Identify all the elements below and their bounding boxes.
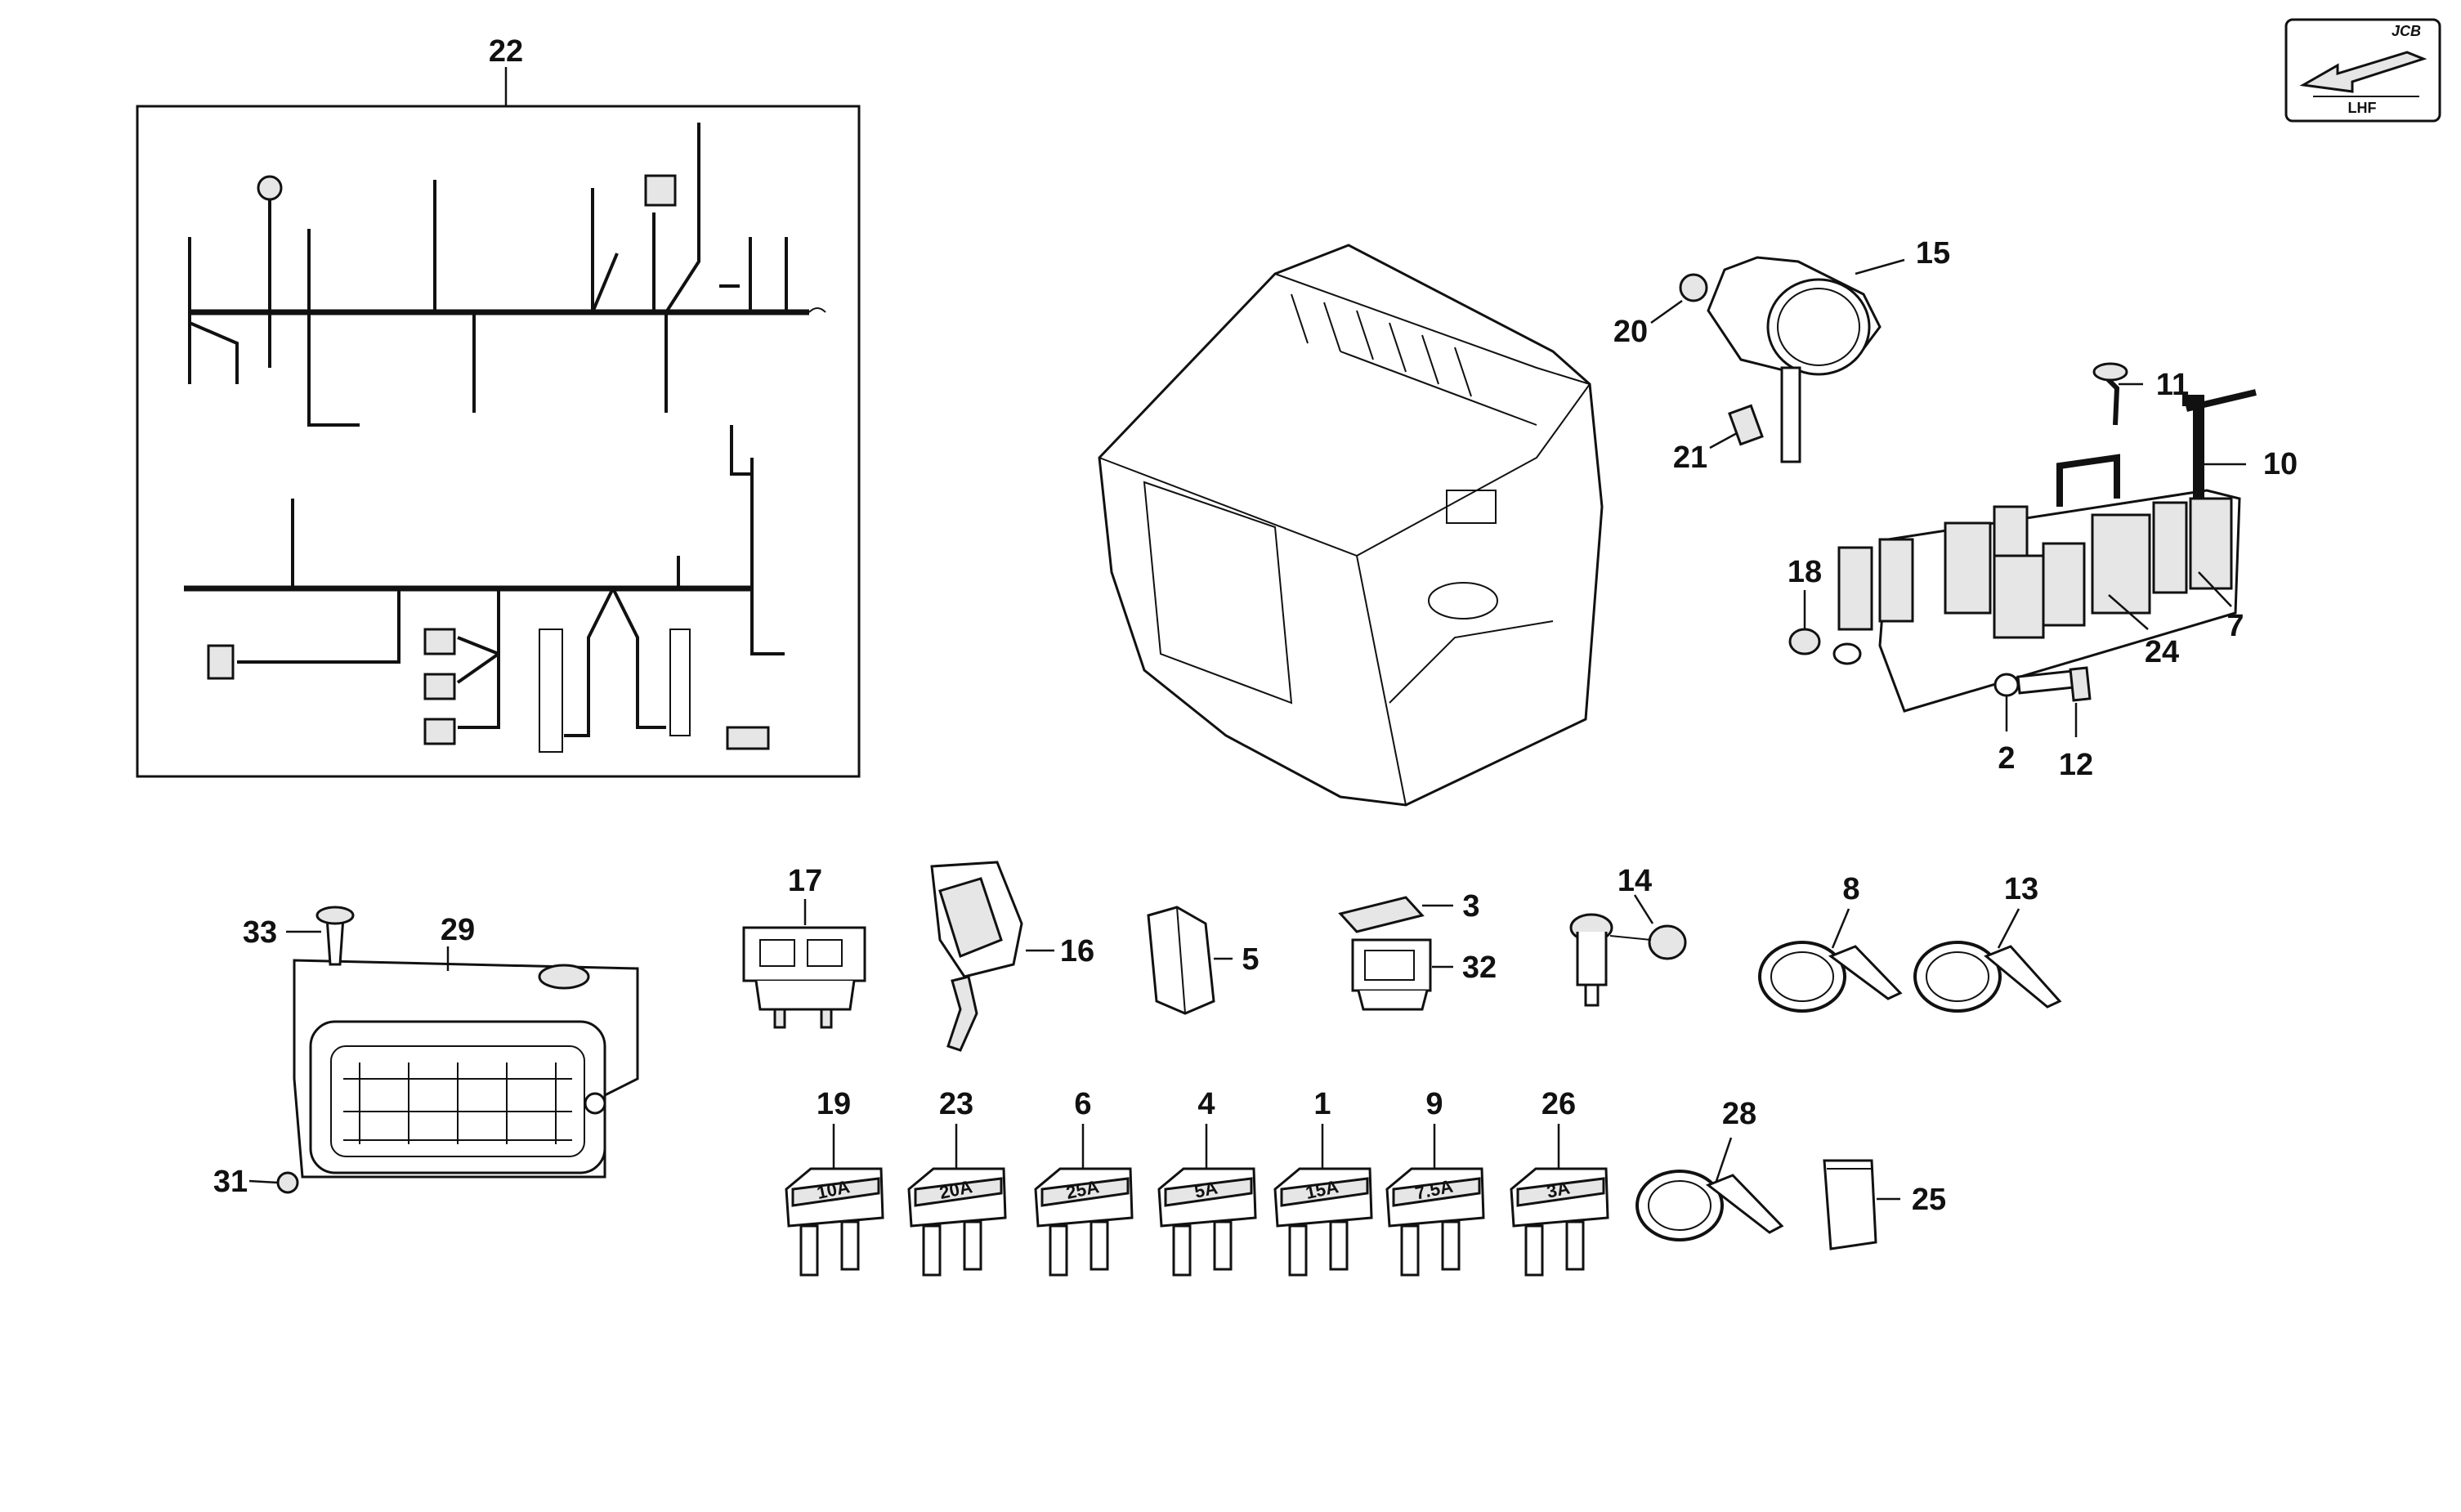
- callout-12: 12: [2059, 748, 2093, 782]
- cable-tie-28: [1635, 1170, 1784, 1241]
- callout-29: 29: [441, 913, 475, 947]
- power-socket: [1569, 913, 1687, 1007]
- callout-4: 4: [1197, 1087, 1215, 1121]
- callout-3: 3: [1462, 889, 1479, 924]
- callout-14: 14: [1618, 864, 1652, 898]
- callout-32: 32: [1462, 951, 1497, 985]
- blanking-cap: [1823, 1159, 1877, 1250]
- rocker-switch: [1338, 896, 1432, 1011]
- fuse-9: 7.5A: [1385, 1124, 1485, 1277]
- fuse-19: 10A: [785, 1124, 884, 1277]
- fuse-4: 5A: [1157, 1124, 1257, 1277]
- callout-22: 22: [489, 34, 523, 69]
- cable-tie-13: [1913, 941, 2062, 1013]
- jcb-logo-text: JCB: [2392, 23, 2421, 39]
- callout-17: 17: [788, 864, 822, 898]
- orientation-badge: JCB LHF: [2284, 18, 2441, 123]
- callout-9: 9: [1425, 1087, 1443, 1121]
- fuse-rating-26: 3A: [1545, 1177, 1572, 1201]
- buzzer-assembly: [1679, 256, 1882, 463]
- callout-21: 21: [1673, 441, 1707, 475]
- callout-31: 31: [213, 1165, 248, 1199]
- callout-5: 5: [1242, 942, 1259, 977]
- fuse-1: 15A: [1273, 1124, 1373, 1277]
- cab-frame: [1098, 244, 1604, 807]
- callout-20: 20: [1613, 315, 1648, 349]
- callout-8: 8: [1842, 872, 1859, 906]
- callout-25: 25: [1912, 1183, 1946, 1217]
- callout-28: 28: [1722, 1097, 1756, 1131]
- callout-23: 23: [939, 1087, 973, 1121]
- callout-18: 18: [1788, 555, 1822, 589]
- cable-tie-8: [1758, 941, 1903, 1013]
- callout-6: 6: [1074, 1087, 1091, 1121]
- wiring-harness-inset: [136, 67, 861, 778]
- connector-bracket: [276, 906, 639, 1194]
- relay-bracket-assembly: [1788, 362, 2257, 713]
- callout-16: 16: [1060, 934, 1094, 968]
- orientation-label: LHF: [2348, 100, 2377, 116]
- callout-15: 15: [1916, 236, 1950, 271]
- callout-26: 26: [1541, 1087, 1576, 1121]
- fuse-26: 3A: [1510, 1124, 1609, 1277]
- callout-33: 33: [243, 915, 277, 950]
- callout-7: 7: [2226, 609, 2244, 643]
- fuse-rating-4: 5A: [1192, 1177, 1219, 1201]
- callout-11: 11: [2156, 368, 2189, 402]
- callout-2: 2: [1998, 741, 2015, 776]
- fuse-6: 25A: [1034, 1124, 1134, 1277]
- switch-panel: [742, 926, 866, 1029]
- callout-24: 24: [2145, 635, 2179, 669]
- direction-arrow-icon: [2299, 51, 2427, 93]
- ignition-key: [930, 861, 1023, 1052]
- callout-13: 13: [2004, 872, 2038, 906]
- callout-1: 1: [1313, 1087, 1331, 1121]
- callout-10: 10: [2263, 447, 2298, 481]
- blanking-plug: [1147, 906, 1215, 1015]
- fuse-23: 20A: [907, 1124, 1007, 1277]
- callout-19: 19: [817, 1087, 851, 1121]
